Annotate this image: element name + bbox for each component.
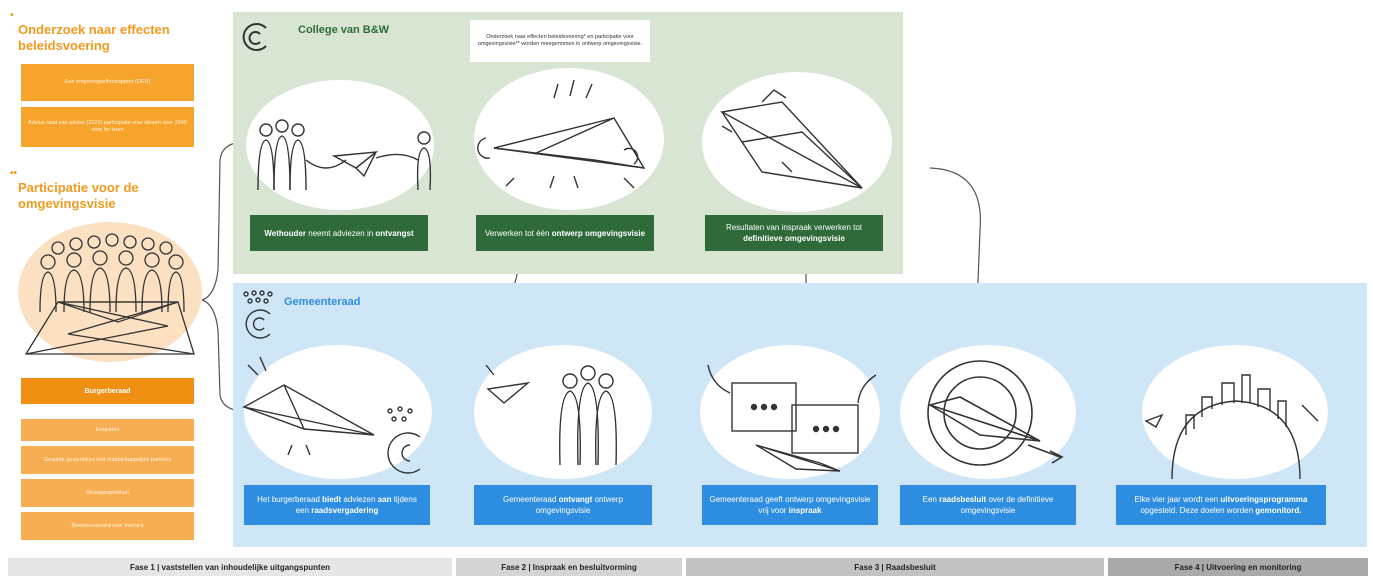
decision-cycle-illustration [927,360,1064,466]
burgerberaad-box: Burgerberaad [21,378,194,404]
raad-step5-a: Elke vier jaar wordt een [1134,495,1221,504]
alderman-receives-advice-illustration [257,119,432,191]
phase-4: Fase 4 | Uitvoering en monitoring [1108,558,1368,576]
raad-step5-c: opgesteld. Deze doelen worden [1140,506,1256,515]
raad-step4-b: raadsbesluit [939,495,987,504]
section1-title: Onderzoek naar effecten beleidsvoering [18,22,170,53]
plane-to-council-illustration [242,356,421,474]
raad-step1-f: raadsvergadering [311,506,379,515]
section1-marker: • [10,10,14,21]
council-receives-plane-illustration [485,364,617,466]
phase-3: Fase 3 | Raadsbesluit [686,558,1104,576]
raad-step1-c: adviezen [341,495,378,504]
raad-step5-b: uitvoeringsprogramma [1220,495,1308,504]
participatie-box-4: Bewonersavond over thema's [21,512,194,540]
college-step3-post: definitieve omgevingsvisie [743,234,845,243]
raad-step1-box: Het burgerberaad biedt adviezen aan tijd… [244,485,430,525]
raad-illustration-1-bg [244,345,432,479]
participatie-box-1: Enquetes [21,419,194,441]
college-callout: Onderzoek naar effecten beleidsvoering* … [470,20,650,62]
college-title: College van B&W [298,24,390,36]
college-step2-post: ontwerp omgevingsvisie [551,228,646,238]
raad-step3-box: Gemeenteraad geeft ontwerp omgevingsvisi… [702,485,878,525]
college-step1-box: Wethouder neemt adviezen in ontvangst [250,215,428,251]
raad-illustration-2-bg [474,345,652,479]
raad-step1-a: Het burgerberaad [257,495,323,504]
college-step2-pre: Verwerken tot één [484,228,552,238]
phase-2: Fase 2 | Inspraak en besluitvorming [456,558,682,576]
raad-step4-c: over de definitieve omgevingsvisie [960,495,1054,515]
raad-step2-box: Gemeenteraad ontvangt ontwerp omgevingsv… [474,485,652,525]
raad-step5-d: gemonitord. [1255,506,1302,515]
raad-step3-b: inspraak [788,506,822,515]
folded-plane-illustration [719,89,863,189]
raad-step2-b: ontvangt [558,495,593,504]
paper-plane-illustration [477,79,646,189]
people-around-table-illustration [24,233,195,355]
phase-1: Fase 1 | vaststellen van inhoudelijke ui… [8,558,452,576]
raad-step2-c: ontwerp omgevingsvisie [535,495,624,515]
raad-step4-a: Een [922,495,940,504]
college-step1-pre: Wethouder [264,228,307,238]
raad-illustration-3-bg [700,345,880,479]
section2-title: Participatie voor de omgevingsvisie [18,180,139,211]
raad-step1-d: aan [377,495,392,504]
raad-step2-a: Gemeenteraad [502,495,559,504]
college-illustration-3-bg [702,72,892,212]
raad-step4-box: Een raadsbesluit over de definitieve omg… [900,485,1076,525]
raad-step3-a: Gemeenteraad geeft ontwerp omgevingsvisi… [709,495,871,515]
participatie-box-2: Gesprek gesprekken met maatschappelijke … [21,446,194,474]
raad-step5-box: Elke vier jaar wordt een uitvoeringsprog… [1116,485,1326,525]
onderzoek-box-1: Een omgevingseffectrapport (OER) [21,64,194,101]
college-step1-mid: neemt adviezen in [306,228,376,238]
section2-marker: •• [10,168,18,179]
speech-bubbles-illustration [707,364,877,472]
college-step3-box: Resultaten van inspraak verwerken tot de… [705,215,883,251]
onderzoek-box-2: Advies raad van advies (2021) participat… [21,107,194,147]
raad-step1-b: biedt [322,495,342,504]
raad-step1-e: tijdens een [295,495,417,515]
college-step1-post: ontvangst [375,228,414,238]
participatie-box-3: Straatgesprekken [21,479,194,507]
college-step2-box: Verwerken tot één ontwerp omgevingsvisie [476,215,654,251]
college-step3-pre: Resultaten van inspraak verwerken tot [725,223,863,232]
city-globe-illustration [1144,374,1319,480]
college-logo-icon [242,23,267,51]
gemeenteraad-logo-icon [243,290,273,339]
gemeenteraad-title: Gemeenteraad [284,296,361,308]
